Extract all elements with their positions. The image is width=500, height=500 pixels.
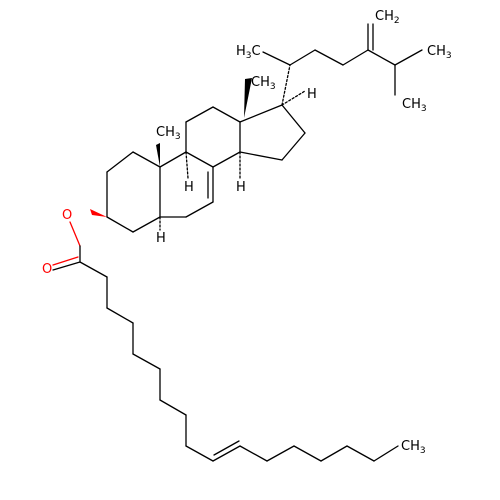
- hash-bond: [281, 64, 291, 106]
- bond: [185, 445, 214, 462]
- ring-a: [106, 151, 161, 233]
- bond: [52, 261, 81, 271]
- ester-group: [52, 209, 108, 278]
- ch3-c13-label: CH3: [251, 75, 276, 92]
- h-c14-label: H: [236, 180, 246, 195]
- ch2-label: CH2: [375, 9, 400, 26]
- bond: [212, 151, 241, 168]
- bond: [293, 445, 322, 462]
- hash-bond: [185, 151, 189, 179]
- bond: [320, 445, 348, 462]
- ch3-tail-label: CH3: [401, 439, 426, 456]
- h-c5-label: H: [156, 231, 166, 246]
- bond: [159, 399, 187, 416]
- bond: [132, 151, 161, 168]
- h-c9-label: H: [184, 180, 194, 195]
- bond: [281, 104, 306, 134]
- carbonyl-oxygen-label: O: [42, 262, 52, 277]
- fatty-chain: [106, 276, 399, 462]
- bond: [132, 216, 161, 233]
- bond: [79, 261, 108, 278]
- bond: [239, 151, 283, 161]
- wedge-bond-ester: [90, 209, 107, 217]
- bond: [185, 106, 214, 123]
- bond: [314, 49, 344, 66]
- bond: [106, 307, 134, 324]
- wedge-bond-c13-methyl: [244, 78, 252, 118]
- h-c17-label: H: [307, 87, 317, 102]
- double-bond-carbonyl: [52, 256, 79, 266]
- bond: [367, 49, 396, 66]
- ester-oxygen-label: O: [62, 208, 72, 223]
- ring-c: [185, 106, 241, 168]
- ring-b: [159, 151, 214, 218]
- hash-bond: [281, 90, 306, 106]
- h3c-side-chain-label: H3C: [236, 44, 261, 61]
- side-chain: [262, 23, 423, 96]
- double-bond-inner: [213, 440, 240, 456]
- bond: [346, 445, 375, 462]
- bond: [239, 445, 268, 462]
- wedge-bond-c10-methyl: [156, 143, 160, 167]
- ch3-isopropyl-label: CH3: [402, 97, 427, 114]
- hashed-bonds: [159, 64, 306, 231]
- bond: [212, 445, 241, 462]
- bond: [159, 151, 187, 168]
- bond: [69, 221, 81, 247]
- bond: [106, 216, 134, 233]
- bond: [239, 104, 283, 123]
- ring-d: [239, 104, 306, 161]
- ch3-top-right-label: CH3: [427, 44, 452, 61]
- bond: [281, 132, 306, 161]
- bond: [373, 445, 399, 462]
- bond: [106, 151, 134, 173]
- bond: [289, 49, 316, 66]
- bond: [342, 49, 369, 66]
- atom-labels: CH2 CH3 CH3 H3C CH3 CH3 H H H H O O CH3: [42, 9, 452, 456]
- bond: [212, 106, 241, 123]
- bond: [185, 151, 214, 168]
- bond: [262, 51, 291, 66]
- bond: [266, 445, 295, 462]
- bond: [132, 353, 161, 370]
- bond: [185, 201, 214, 218]
- ch3-c10-label: CH3: [156, 125, 181, 142]
- bond: [394, 49, 423, 66]
